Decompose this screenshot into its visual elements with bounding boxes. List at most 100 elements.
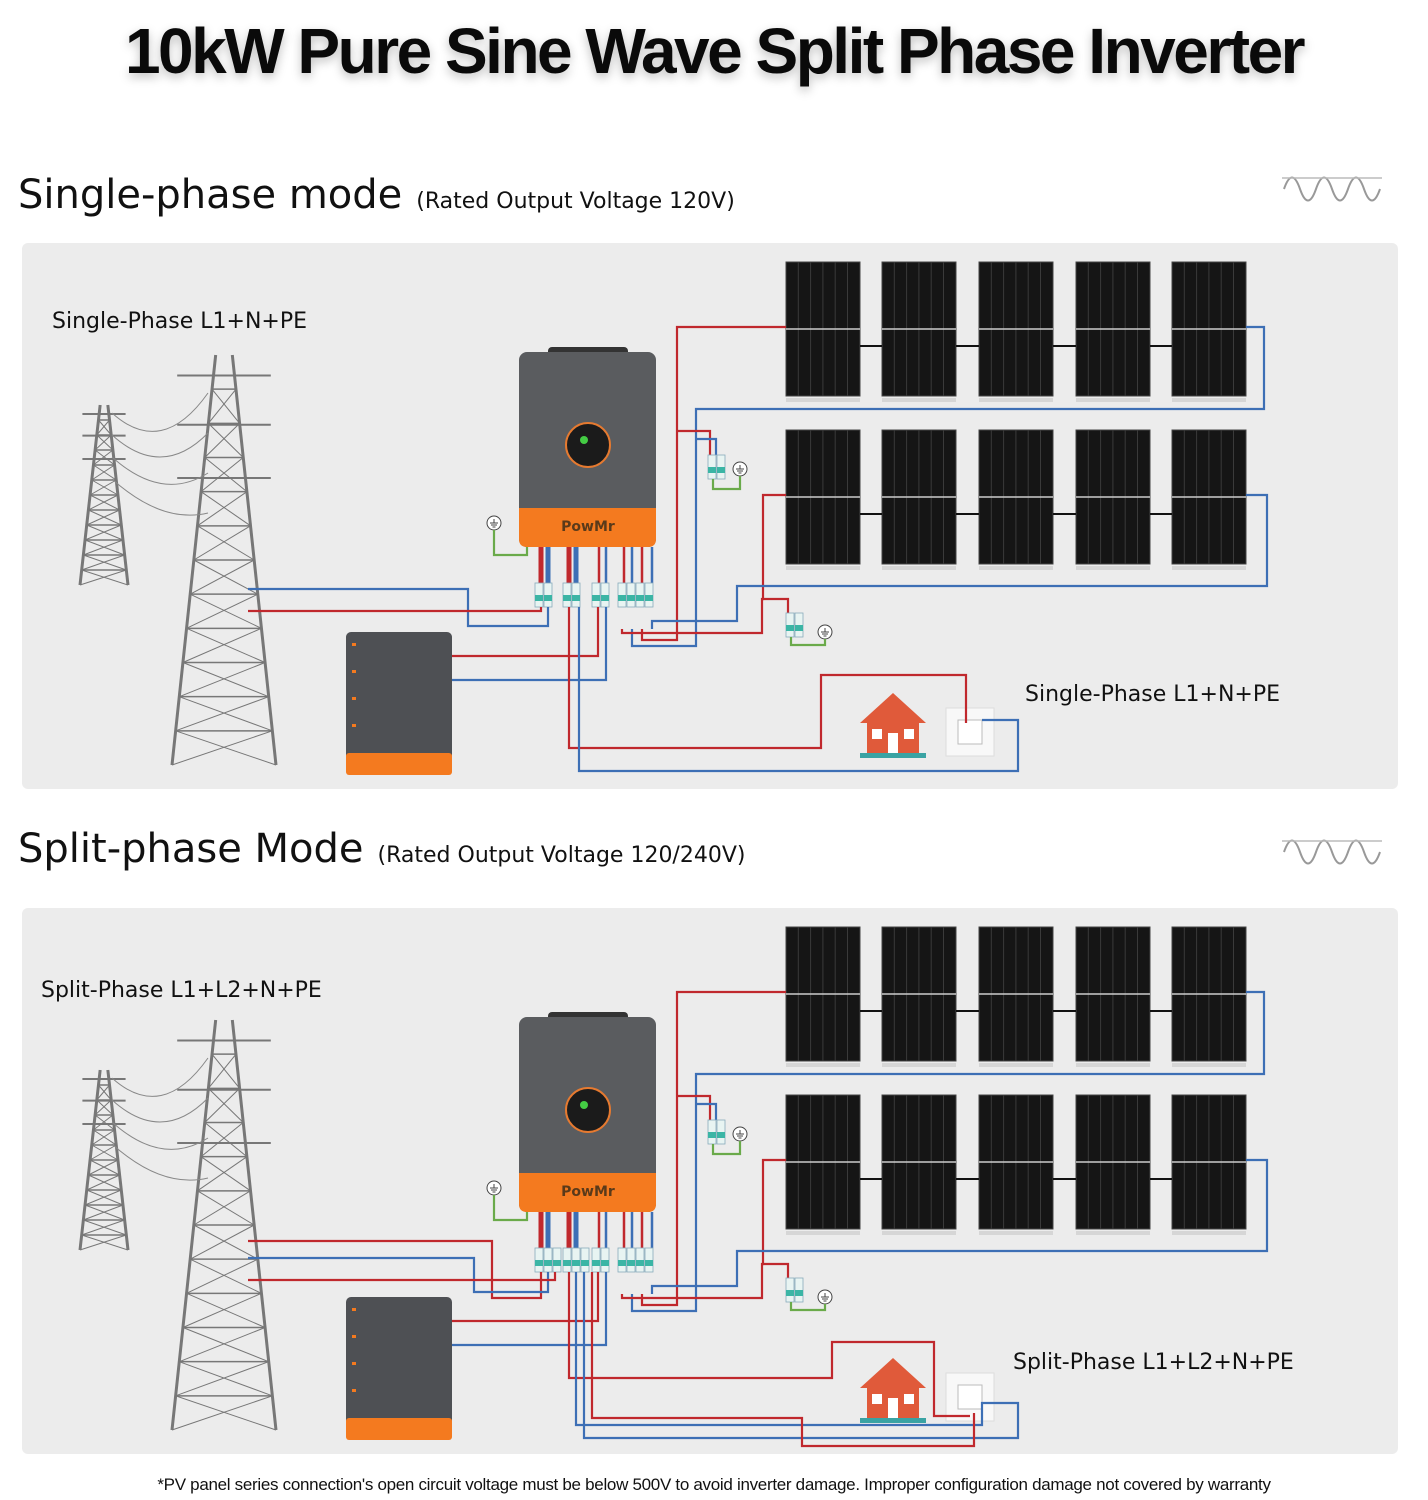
- power-line: [111, 432, 209, 458]
- ground-symbol-icon: [732, 461, 748, 477]
- solar-panel: [1171, 926, 1247, 1067]
- power-line: [111, 1143, 209, 1181]
- section-heading-single: Single-phase mode (Rated Output Voltage 1…: [18, 172, 735, 218]
- solar-panel: [978, 261, 1054, 402]
- pv1-negative-wire: [630, 325, 1266, 648]
- pv1-breaker-wire: [677, 1094, 712, 1120]
- solar-panel: [978, 429, 1054, 570]
- section-title: Split-phase Mode: [18, 826, 364, 872]
- solar-panel: [978, 1094, 1054, 1235]
- battery-breaker: [562, 1247, 590, 1273]
- inverter-brand-logo: PowMr: [561, 1184, 615, 1200]
- grid-l1-wire: [248, 1239, 543, 1300]
- solar-panel: [881, 429, 957, 570]
- load-label: Split-Phase L1+L2+N+PE: [1013, 1350, 1294, 1375]
- inverter-display: [565, 422, 611, 468]
- section-subtitle: (Rated Output Voltage 120V): [416, 189, 735, 214]
- pv1-breaker-wire: [677, 429, 712, 455]
- grid-label: Single-Phase L1+N+PE: [52, 309, 307, 334]
- inverter-brand-logo: PowMr: [561, 519, 615, 535]
- battery-positive-wire: [452, 1272, 600, 1323]
- solar-panel: [785, 926, 861, 1067]
- ground-symbol-icon: [486, 1180, 502, 1196]
- house-icon: [860, 693, 926, 758]
- grid-neutral-wire: [248, 1256, 550, 1294]
- power-line: [111, 1121, 209, 1150]
- battery-breaker: [562, 582, 581, 608]
- load-l1-wire: [567, 1272, 970, 1418]
- pv2-positive-wire: [620, 493, 786, 635]
- transmission-tower-large: [170, 1019, 278, 1431]
- transmission-tower-small: [78, 1069, 130, 1251]
- diagram-split-phase: PowMr Split-Phase L1+L2+N+PE Split-Phase…: [22, 908, 1398, 1454]
- solar-panel: [785, 261, 861, 402]
- load-breaker: [591, 1247, 610, 1273]
- battery-positive-wire: [452, 607, 600, 658]
- transmission-tower-large: [170, 354, 278, 766]
- ground-symbol-icon: [486, 515, 502, 531]
- battery-negative-wire: [452, 1272, 608, 1347]
- solar-panel: [1075, 1094, 1151, 1235]
- power-line: [111, 392, 209, 432]
- battery-pack: [346, 632, 452, 775]
- solar-panel: [1171, 261, 1247, 402]
- load-l2-wire: [590, 1272, 976, 1448]
- pv1-breaker-wire: [696, 1102, 718, 1120]
- solar-panel: [1171, 1094, 1247, 1235]
- footnote: *PV panel series connection's open circu…: [157, 1475, 1271, 1494]
- load-live-wire: [567, 607, 968, 750]
- battery-pack: [346, 1297, 452, 1440]
- power-line: [111, 478, 209, 516]
- pv1-positive-wire: [640, 325, 786, 642]
- solar-panel: [978, 926, 1054, 1067]
- pv2-positive-wire: [620, 1158, 786, 1300]
- grid-label: Split-Phase L1+L2+N+PE: [41, 978, 322, 1003]
- diagram-single-phase: PowMr Single-Phase L1+N+PE Single-Phase …: [22, 243, 1398, 789]
- ground-wire: [492, 530, 529, 557]
- house-icon: [860, 1358, 926, 1423]
- grid-live-wire: [248, 607, 543, 613]
- section-heading-split: Split-phase Mode (Rated Output Voltage 12…: [18, 826, 745, 872]
- section-subtitle: (Rated Output Voltage 120/240V): [377, 843, 746, 868]
- pv2-breaker-wire: [763, 597, 790, 613]
- page-title: 10kW Pure Sine Wave Split Phase Inverter: [124, 15, 1306, 87]
- grid-neutral-wire: [248, 587, 550, 628]
- load-label: Single-Phase L1+N+PE: [1025, 682, 1280, 707]
- power-outlet-icon: [945, 1372, 995, 1422]
- ground-wire: [711, 476, 742, 491]
- ground-symbol-icon: [817, 624, 833, 640]
- pv1-negative-wire: [630, 990, 1266, 1313]
- solar-panel: [1075, 926, 1151, 1067]
- pv2-breaker: [785, 1277, 804, 1303]
- ground-symbol-icon: [817, 1289, 833, 1305]
- load-breaker: [591, 582, 610, 608]
- ground-wire: [711, 1141, 742, 1156]
- transmission-tower-small: [78, 404, 130, 586]
- solar-panel: [1075, 429, 1151, 570]
- ground-wire: [789, 637, 827, 647]
- pv2-negative-wire: [650, 1158, 1269, 1294]
- inverter-display: [565, 1087, 611, 1133]
- load-neutral-wire: [574, 1272, 1020, 1440]
- sine-wave-icon: [1282, 176, 1382, 202]
- grid-breaker: [534, 1247, 562, 1273]
- pv2-breaker-wire: [763, 1262, 790, 1278]
- solar-panel: [881, 926, 957, 1067]
- pv2-negative-wire: [650, 493, 1269, 629]
- solar-panel: [785, 1094, 861, 1235]
- inverter: PowMr: [519, 1012, 656, 1212]
- pv-breaker: [617, 582, 654, 608]
- pv1-positive-wire: [640, 990, 786, 1307]
- section-title: Single-phase mode: [18, 172, 403, 218]
- pv2-breaker: [785, 612, 804, 638]
- power-line: [111, 1057, 209, 1097]
- pv1-breaker-wire: [696, 437, 718, 455]
- pv1-breaker: [707, 1119, 726, 1145]
- power-outlet-icon: [945, 707, 995, 757]
- grid-l2-wire: [248, 1272, 557, 1282]
- power-line: [111, 1097, 209, 1123]
- pv-breaker: [617, 1247, 654, 1273]
- sine-wave-icon: [1282, 839, 1382, 865]
- solar-panel: [785, 429, 861, 570]
- ground-wire: [789, 1302, 827, 1312]
